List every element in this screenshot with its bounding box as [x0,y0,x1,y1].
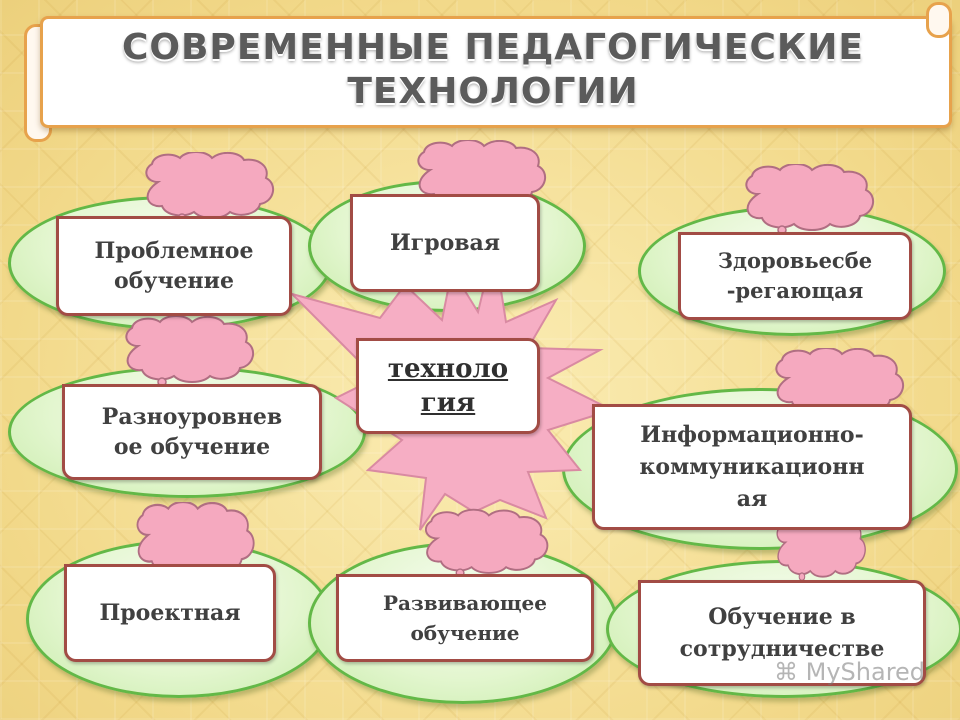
label-game-line1: Игровая [389,230,501,256]
label-cooperation-learning: Обучение в сотрудничестве [638,580,926,686]
label-health-saving: Здоровьесбе -регающая [678,232,912,320]
cloud-health-icon [745,164,875,241]
label-ict-line1: Информационно- [640,422,864,448]
center-technology-label: техноло гия [356,338,540,434]
label-multilevel-line1: Разноуровнев [101,404,283,430]
label-cooperation-line2: сотрудничестве [679,636,885,662]
label-problem-line1: Проблемное [94,238,254,264]
label-multilevel-learning: Разноуровнев ое обучение [62,384,322,480]
scroll-curl-right [926,2,952,38]
slide-title: СОВРЕМЕННЫЕ ПЕДАГОГИЧЕСКИЕ ТЕХНОЛОГИИ [60,26,926,114]
center-label-line1: техноло [387,354,509,384]
label-problem-learning: Проблемное обучение [56,216,292,316]
label-project-line1: Проектная [99,600,241,626]
label-ict-line2: коммуникационн [639,454,865,480]
label-health-line2: -регающая [726,278,864,303]
slide-title-line2: ТЕХНОЛОГИИ [347,71,639,112]
title-scroll [40,16,952,128]
slide-title-line1: СОВРЕМЕННЫЕ ПЕДАГОГИЧЕСКИЕ [121,27,865,68]
label-project: Проектная [64,564,276,662]
watermark-logo-icon: ⌘ [774,658,806,686]
label-multilevel-line2: ое обучение [113,434,271,460]
label-ict-line3: ая [736,486,768,512]
label-health-line1: Здоровьесбе [717,248,873,273]
label-developing-line2: обучение [410,621,520,645]
watermark: ⌘ MyShared [774,658,925,686]
label-cooperation-line1: Обучение в [708,604,856,630]
center-label-line2: гия [420,388,476,418]
watermark-text: MyShared [805,658,926,686]
label-ict: Информационно- коммуникационн ая [592,404,912,530]
label-developing-learning: Развивающее обучение [336,574,594,662]
label-game: Игровая [350,194,540,292]
label-problem-line2: обучение [114,268,234,294]
label-developing-line1: Развивающее [383,591,547,615]
